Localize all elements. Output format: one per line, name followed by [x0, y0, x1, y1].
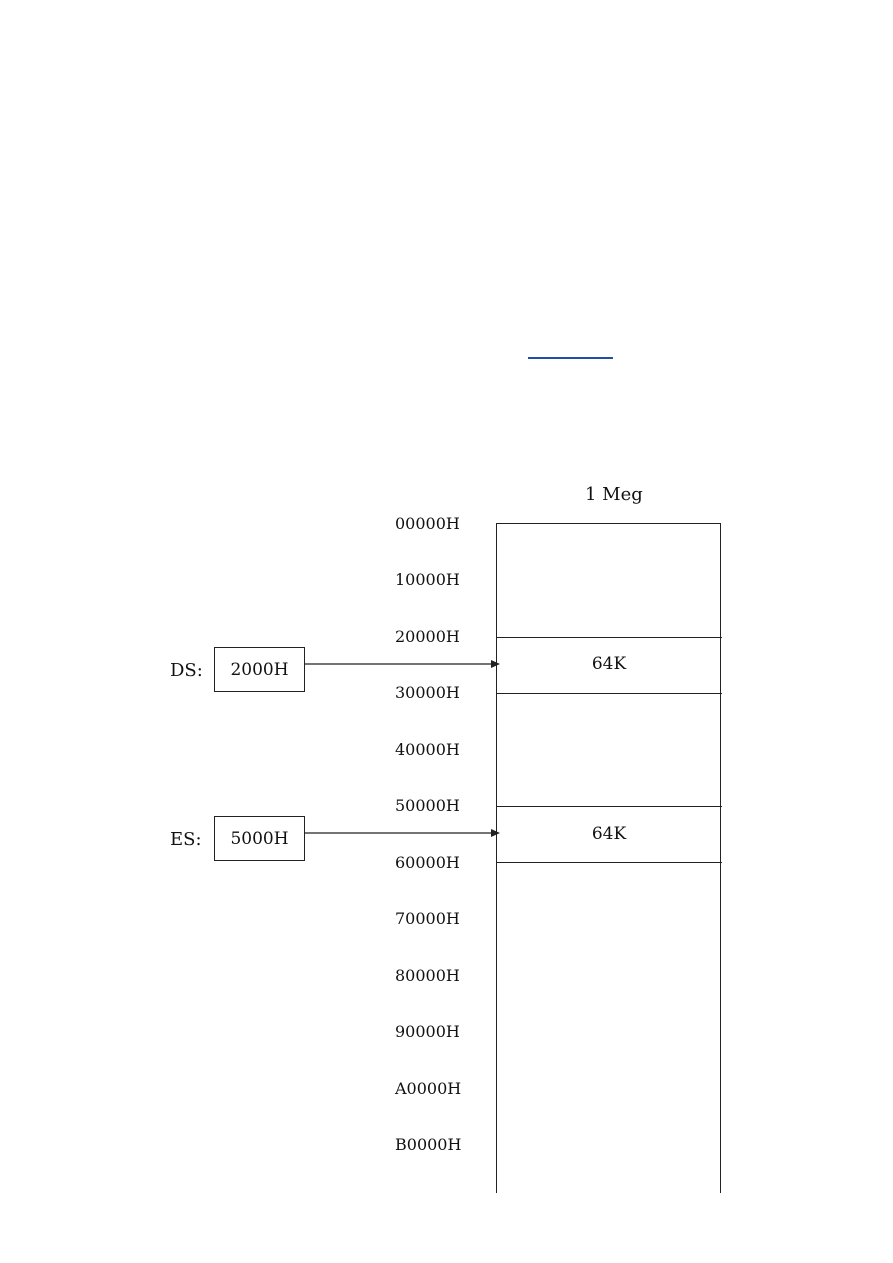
address-label: 10000H	[395, 570, 460, 589]
address-label: 50000H	[395, 796, 460, 815]
address-label: B0000H	[395, 1135, 462, 1154]
address-label: 70000H	[395, 909, 460, 928]
segment-boundary-es-start	[496, 806, 722, 807]
link-underline[interactable]	[528, 357, 613, 359]
address-label: 90000H	[395, 1022, 460, 1041]
es-register-value: 5000H	[230, 828, 289, 849]
ds-pointer-arrow	[305, 660, 500, 668]
address-label: 40000H	[395, 740, 460, 759]
address-label: 30000H	[395, 683, 460, 702]
es-register-box: 5000H	[214, 816, 305, 861]
address-label: 60000H	[395, 853, 460, 872]
memory-map-column	[496, 523, 721, 1193]
es-segment-size: 64K	[591, 824, 627, 844]
es-pointer-arrow	[305, 829, 500, 837]
segment-boundary-ds-start	[496, 637, 722, 638]
address-label: 20000H	[395, 627, 460, 646]
ds-register-value: 2000H	[230, 659, 289, 680]
ds-register-box: 2000H	[214, 647, 305, 692]
ds-segment-size: 64K	[591, 654, 627, 674]
segment-boundary-ds-end	[496, 693, 722, 694]
memory-title: 1 Meg	[585, 484, 643, 505]
address-label: 00000H	[395, 514, 460, 533]
ds-register-label: DS:	[170, 660, 203, 681]
segment-boundary-es-end	[496, 862, 722, 863]
address-label: A0000H	[395, 1079, 462, 1098]
address-label: 80000H	[395, 966, 460, 985]
es-register-label: ES:	[170, 829, 202, 850]
